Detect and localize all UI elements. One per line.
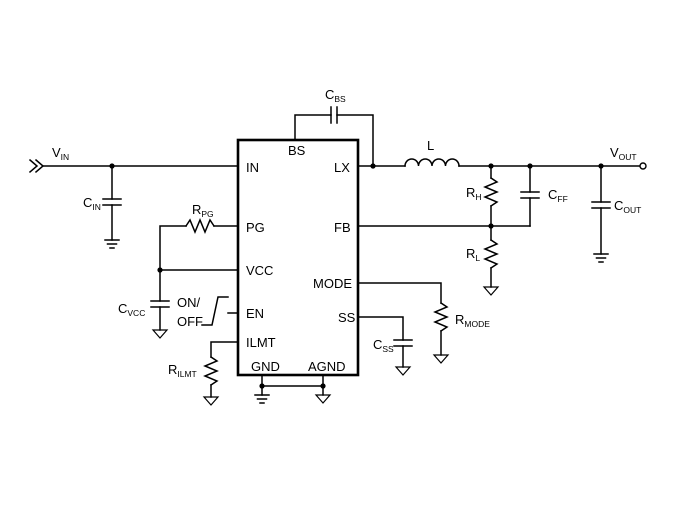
rpg-resistor: [159, 218, 239, 271]
gnd-junction-dot: [259, 383, 265, 389]
cout-capacitor: [591, 165, 611, 255]
rmode-label: RMODE: [455, 312, 490, 329]
cin-label: CIN: [83, 195, 101, 212]
css-capacitor: [357, 316, 413, 368]
cout-ground-icon: [593, 253, 609, 263]
rilmt-ground-icon: [202, 396, 220, 406]
cff-capacitor: [520, 165, 540, 227]
pin-en-label: EN: [246, 306, 264, 321]
pin-in-label: IN: [246, 160, 259, 175]
rl-label: RL: [466, 246, 480, 263]
inductor-l: [404, 158, 460, 167]
cff-label: CFF: [548, 187, 568, 204]
rl-ground-icon: [482, 286, 500, 296]
rilmt-label: RILMT: [168, 362, 197, 379]
pin-mode-label: MODE: [313, 276, 352, 291]
pin-ilmt-label: ILMT: [246, 335, 276, 350]
rmode-ground-icon: [432, 354, 450, 364]
cin-ground-icon: [104, 239, 120, 249]
rl-resistor: [483, 225, 499, 288]
pin-pg-label: PG: [246, 220, 265, 235]
pin-vcc-label: VCC: [246, 263, 273, 278]
cvcc-ground-icon: [151, 329, 169, 339]
cbs-capacitor: [294, 106, 374, 167]
rh-label: RH: [466, 185, 482, 202]
pin-gnd-label: GND: [251, 359, 280, 374]
vout-terminal: [639, 162, 647, 170]
onoff-label-line1: ON/: [177, 295, 201, 310]
cvcc-label: CVCC: [118, 301, 145, 318]
cvcc-capacitor: [150, 269, 170, 331]
pin-lx-label: LX: [334, 160, 350, 175]
pin-agnd-label: AGND: [308, 359, 346, 374]
css-ground-icon: [394, 366, 412, 376]
cout-label: COUT: [614, 198, 641, 215]
lx-junction-dot: [370, 163, 376, 169]
gnd-power-ground-icon: [254, 394, 270, 404]
vin-arrow-icon: [28, 158, 45, 174]
cin-capacitor: [102, 165, 122, 241]
rh-resistor: [483, 165, 499, 227]
onoff-label-line2: OFF: [177, 314, 203, 329]
cbs-label: CBS: [325, 87, 346, 104]
gnd-agnd-tie: [261, 374, 324, 396]
rmode-resistor: [357, 282, 449, 356]
pin-bs-label: BS: [288, 143, 306, 158]
agnd-junction-dot: [320, 383, 326, 389]
css-label: CSS: [373, 337, 394, 354]
pin-ss-label: SS: [338, 310, 356, 325]
ic-body: [236, 138, 360, 377]
vout-label: VOUT: [610, 145, 637, 162]
rilmt-resistor: [203, 341, 239, 398]
vin-label: VIN: [52, 145, 69, 162]
en-step-signal-icon: [201, 296, 229, 326]
rpg-label: RPG: [192, 202, 214, 219]
agnd-signal-ground-icon: [314, 394, 332, 404]
inductor-label: L: [427, 138, 434, 153]
pin-fb-label: FB: [334, 220, 351, 235]
